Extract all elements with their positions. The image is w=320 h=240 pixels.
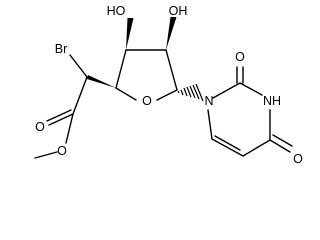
bromine-label: Br [55,42,68,56]
ester-carbonyl-oxygen-label: O [35,120,45,134]
carbonyl-oxygen-label: O [235,50,245,64]
bond-c5-c6-inner [214,135,241,151]
hashed-bond-c1-n1 [177,83,204,102]
wedge-bond-c4-side-chain [87,75,116,88]
bond-c4-c3 [115,49,127,89]
wedge-bond-c3-hydroxyl [126,18,134,50]
imide-nitrogen-label: NH [263,94,281,108]
pyrimidine-nitrogen-label: N [204,94,213,108]
bond-c2-n3 [239,82,263,96]
bond-c2-c1 [165,49,178,91]
bond-n1-c2 [212,82,241,99]
carbonyl-oxygen-label: O [293,152,303,166]
bond-ring-oxygen-c4 [115,87,137,101]
bond-c5-c6 [211,138,244,157]
chemical-structure-diagram: HO OH Br O N O NH O O O [34,4,303,166]
hydroxyl-label: HO [107,4,126,18]
ring-oxygen-label: O [142,94,152,108]
bond-ester-oxygen-methyl [34,151,58,159]
bond-side-chain-carbon-bromine [69,54,88,78]
bond-c4-carbonyl-1 [269,139,291,153]
hydroxyl-label: OH [169,4,188,18]
bond-c6-n1 [207,109,213,140]
pyrimidine-ring [207,82,271,157]
bond-c4-c5 [242,139,271,157]
bond-c4-carbonyl-2 [272,134,293,147]
furanose-ring [115,49,178,101]
bond-ester-carbon-ester-oxygen [65,113,74,144]
bond-c1-ring-oxygen [156,89,178,101]
bond-ester-carbonyl-1 [48,113,74,126]
ester-oxygen-label: O [57,144,67,158]
bond-side-chain-carbon-ester-carbon [72,76,88,115]
bond-ester-carbonyl-2 [46,109,72,122]
wedge-bond-c2-hydroxyl [166,17,177,50]
